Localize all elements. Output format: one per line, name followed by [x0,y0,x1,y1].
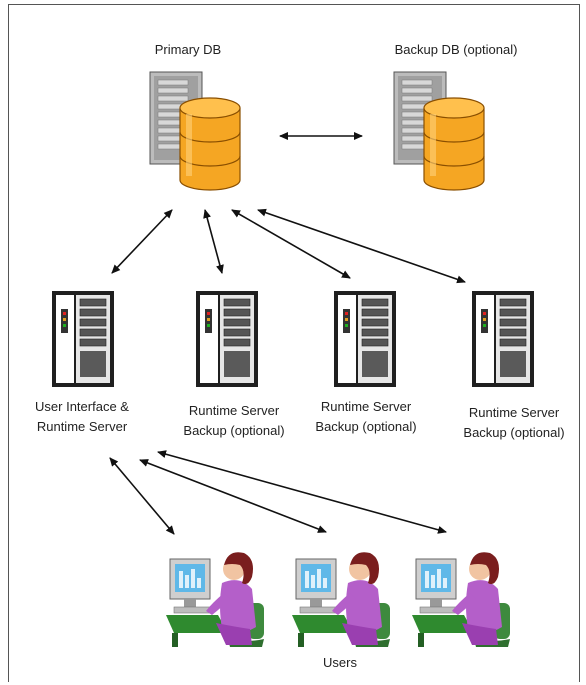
ui-runtime-server-icon [51,290,115,388]
backup-db-label: Backup DB (optional) [394,42,518,57]
runtime-backup-label-3: Runtime Server Backup (optional) [463,405,565,440]
arrow-db-ui-server [111,209,173,274]
runtime-backup-server-icon-1 [195,290,259,388]
user-workstation-icon-2 [291,551,391,648]
arrow-db-runtime-backup-1 [203,209,224,274]
user-workstation-icon-1 [165,551,265,648]
diagram-frame [8,4,580,682]
runtime-backup-server-icon-2 [333,290,397,388]
runtime-backup-label-1: Runtime Server Backup (optional) [183,403,285,438]
primary-db-label: Primary DB [154,42,222,57]
arrow-server-user-3 [157,450,447,534]
arrow-db-runtime-backup-3 [257,208,466,284]
users-label: Users [323,655,357,670]
arrow-server-user-2 [139,459,327,533]
runtime-backup-label-2: Runtime Server Backup (optional) [315,399,417,434]
user-workstation-icon-3 [411,551,511,648]
backup-db-icon [393,71,485,191]
arrow-db-runtime-backup-2 [231,209,351,279]
primary-db-icon [149,71,241,191]
runtime-backup-server-icon-3 [471,290,535,388]
ui-runtime-server-label: User Interface & Runtime Server [35,399,129,434]
